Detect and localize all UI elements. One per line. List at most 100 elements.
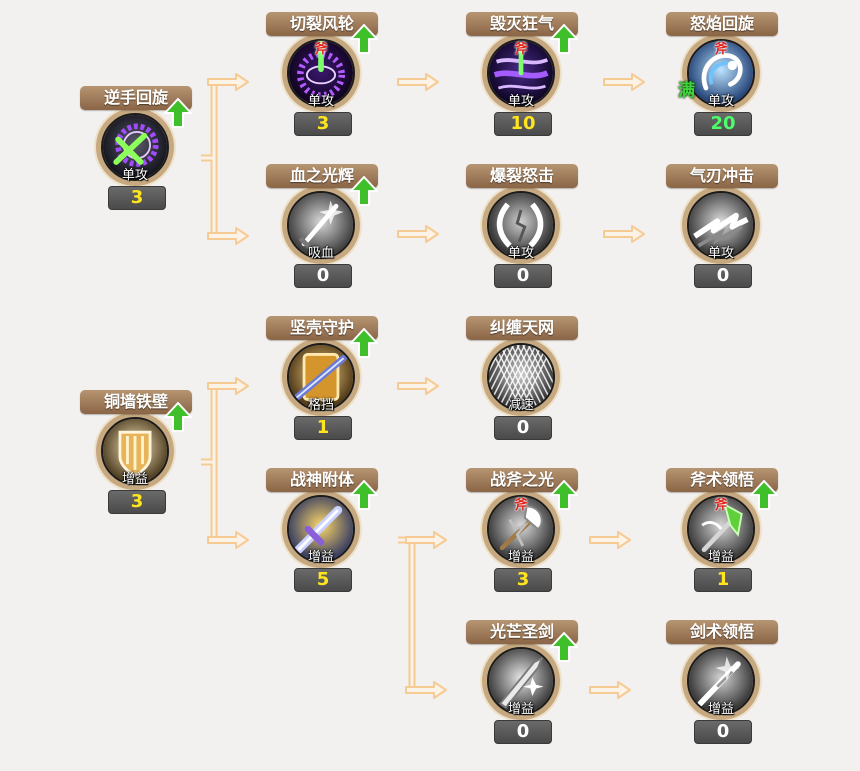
skill-ring[interactable]: 单攻 bbox=[480, 184, 562, 266]
skill-ring[interactable]: 斧 增益 bbox=[680, 488, 762, 570]
skill-type-label: 增益 bbox=[707, 550, 734, 565]
weapon-tag: 斧 bbox=[314, 42, 328, 57]
sword-mastery-icon bbox=[687, 647, 755, 715]
upgrade-arrow-icon[interactable] bbox=[550, 480, 578, 510]
flame-spin-icon bbox=[687, 39, 755, 107]
shell-guard-icon bbox=[287, 343, 355, 411]
skill-node-zhanshen[interactable]: 战神附体 增益 5 bbox=[266, 468, 378, 592]
skill-ring[interactable]: 减速 bbox=[480, 336, 562, 418]
arrow-to-qielie bbox=[207, 73, 249, 91]
arrow-to-jianke bbox=[207, 377, 249, 395]
skill-level: 10 bbox=[494, 112, 552, 136]
skill-node-qielie[interactable]: 切裂风轮 斧 单攻 3 bbox=[266, 12, 378, 136]
war-god-icon bbox=[287, 495, 355, 563]
skill-ring[interactable]: 吸血 bbox=[280, 184, 362, 266]
upgrade-arrow-icon[interactable] bbox=[350, 480, 378, 510]
skill-node-baolie[interactable]: 爆裂怒击 单攻 0 bbox=[466, 164, 578, 288]
skill-ring[interactable]: 斧 单攻 bbox=[480, 32, 562, 114]
iron-wall-icon bbox=[101, 417, 169, 485]
spin-slash-icon bbox=[101, 113, 169, 181]
arrow-qielie-huimie bbox=[397, 73, 439, 91]
arrow-zhanfu-fushu bbox=[589, 531, 631, 549]
skill-level: 3 bbox=[294, 112, 352, 136]
upgrade-arrow-icon[interactable] bbox=[350, 328, 378, 358]
wind-wheel-icon bbox=[287, 39, 355, 107]
skill-type-label: 增益 bbox=[707, 702, 734, 717]
war-axe-light-icon bbox=[487, 495, 555, 563]
skill-node-nishou[interactable]: 逆手回旋 单攻 3 bbox=[80, 86, 192, 210]
skill-node-fushu[interactable]: 斧术领悟 斧 增益 1 bbox=[666, 468, 778, 592]
skill-name: 爆裂怒击 bbox=[466, 164, 578, 188]
upgrade-arrow-icon[interactable] bbox=[550, 632, 578, 662]
upgrade-arrow-icon[interactable] bbox=[164, 98, 192, 128]
skill-ring[interactable]: 增益 bbox=[280, 488, 362, 570]
skill-ring[interactable]: 斧 增益 bbox=[480, 488, 562, 570]
arrow-to-zhanfu bbox=[405, 531, 447, 549]
skill-node-jianke[interactable]: 坚壳守护 格挡 1 bbox=[266, 316, 378, 440]
weapon-tag: 斧 bbox=[714, 42, 728, 57]
arrow-to-xuezhi bbox=[207, 227, 249, 245]
skill-ring[interactable]: 格挡 bbox=[280, 336, 362, 418]
upgrade-arrow-icon[interactable] bbox=[350, 24, 378, 54]
skill-name: 怒焰回旋 bbox=[666, 12, 778, 36]
skill-type-label: 格挡 bbox=[307, 398, 334, 413]
air-blade-icon bbox=[687, 191, 755, 259]
upgrade-arrow-icon[interactable] bbox=[550, 24, 578, 54]
weapon-tag: 斧 bbox=[514, 498, 528, 513]
skill-ring[interactable]: 斧 满 单攻 bbox=[678, 32, 762, 114]
skill-type-label: 单攻 bbox=[507, 94, 534, 109]
skill-ring[interactable]: 增益 bbox=[480, 640, 562, 722]
skill-ring[interactable]: 增益 bbox=[680, 640, 762, 722]
weapon-tag: 斧 bbox=[514, 42, 528, 57]
burst-strike-icon bbox=[487, 191, 555, 259]
skill-type-label: 单攻 bbox=[121, 168, 148, 183]
skill-level: 3 bbox=[494, 568, 552, 592]
skill-level: 20 bbox=[694, 112, 752, 136]
skill-type-label: 吸血 bbox=[307, 246, 334, 261]
skill-type-label: 单攻 bbox=[707, 94, 734, 109]
holy-sword-icon bbox=[487, 647, 555, 715]
skill-level: 1 bbox=[694, 568, 752, 592]
skill-node-nuyan[interactable]: 怒焰回旋 斧 满 单攻 20 bbox=[666, 12, 778, 136]
skill-type-label: 增益 bbox=[121, 472, 148, 487]
arrow-to-zhanshen bbox=[207, 531, 249, 549]
skill-node-jianshu[interactable]: 剑术领悟 增益 0 bbox=[666, 620, 778, 744]
skill-type-label: 增益 bbox=[307, 550, 334, 565]
skill-type-label: 增益 bbox=[507, 702, 534, 717]
weapon-tag: 斧 bbox=[714, 498, 728, 513]
skill-level: 0 bbox=[694, 264, 752, 288]
skill-level: 0 bbox=[694, 720, 752, 744]
upgrade-arrow-icon[interactable] bbox=[164, 402, 192, 432]
skill-name: 斧术领悟 bbox=[666, 468, 778, 492]
arrow-jianke-jiuchan bbox=[397, 377, 439, 395]
skill-level: 5 bbox=[294, 568, 352, 592]
skill-ring[interactable]: 单攻 bbox=[680, 184, 762, 266]
skill-node-huimie[interactable]: 毁灭狂气 斧 单攻 10 bbox=[466, 12, 578, 136]
skill-node-guangmang[interactable]: 光芒圣剑 增益 0 bbox=[466, 620, 578, 744]
arrow-to-guangmang bbox=[405, 681, 447, 699]
skill-name: 纠缠天网 bbox=[466, 316, 578, 340]
skill-name: 战神附体 bbox=[266, 468, 378, 492]
skill-node-xuezhi[interactable]: 血之光辉 吸血 0 bbox=[266, 164, 378, 288]
skill-level: 0 bbox=[494, 264, 552, 288]
skill-type-label: 单攻 bbox=[507, 246, 534, 261]
skill-level: 1 bbox=[294, 416, 352, 440]
skill-ring[interactable]: 单攻 bbox=[94, 106, 176, 188]
skill-name: 气刃冲击 bbox=[666, 164, 778, 188]
arrow-baolie-qiren bbox=[603, 225, 645, 243]
skill-node-zhanfu[interactable]: 战斧之光 斧 增益 3 bbox=[466, 468, 578, 592]
upgrade-arrow-icon[interactable] bbox=[350, 176, 378, 206]
skill-type-label: 减速 bbox=[507, 398, 534, 413]
skill-level: 0 bbox=[294, 264, 352, 288]
skill-level: 0 bbox=[494, 720, 552, 744]
skill-type-label: 单攻 bbox=[707, 246, 734, 261]
arrow-xuezhi-baolie bbox=[397, 225, 439, 243]
skill-node-qiren[interactable]: 气刃冲击 单攻 0 bbox=[666, 164, 778, 288]
upgrade-arrow-icon[interactable] bbox=[750, 480, 778, 510]
skill-node-tongqiang[interactable]: 铜墙铁壁 增益 3 bbox=[80, 390, 192, 514]
skill-node-jiuchan[interactable]: 纠缠天网 减速 0 bbox=[466, 316, 578, 440]
skill-ring[interactable]: 斧 单攻 bbox=[280, 32, 362, 114]
skill-type-label: 增益 bbox=[507, 550, 534, 565]
arrow-guangmang-jianshu bbox=[589, 681, 631, 699]
